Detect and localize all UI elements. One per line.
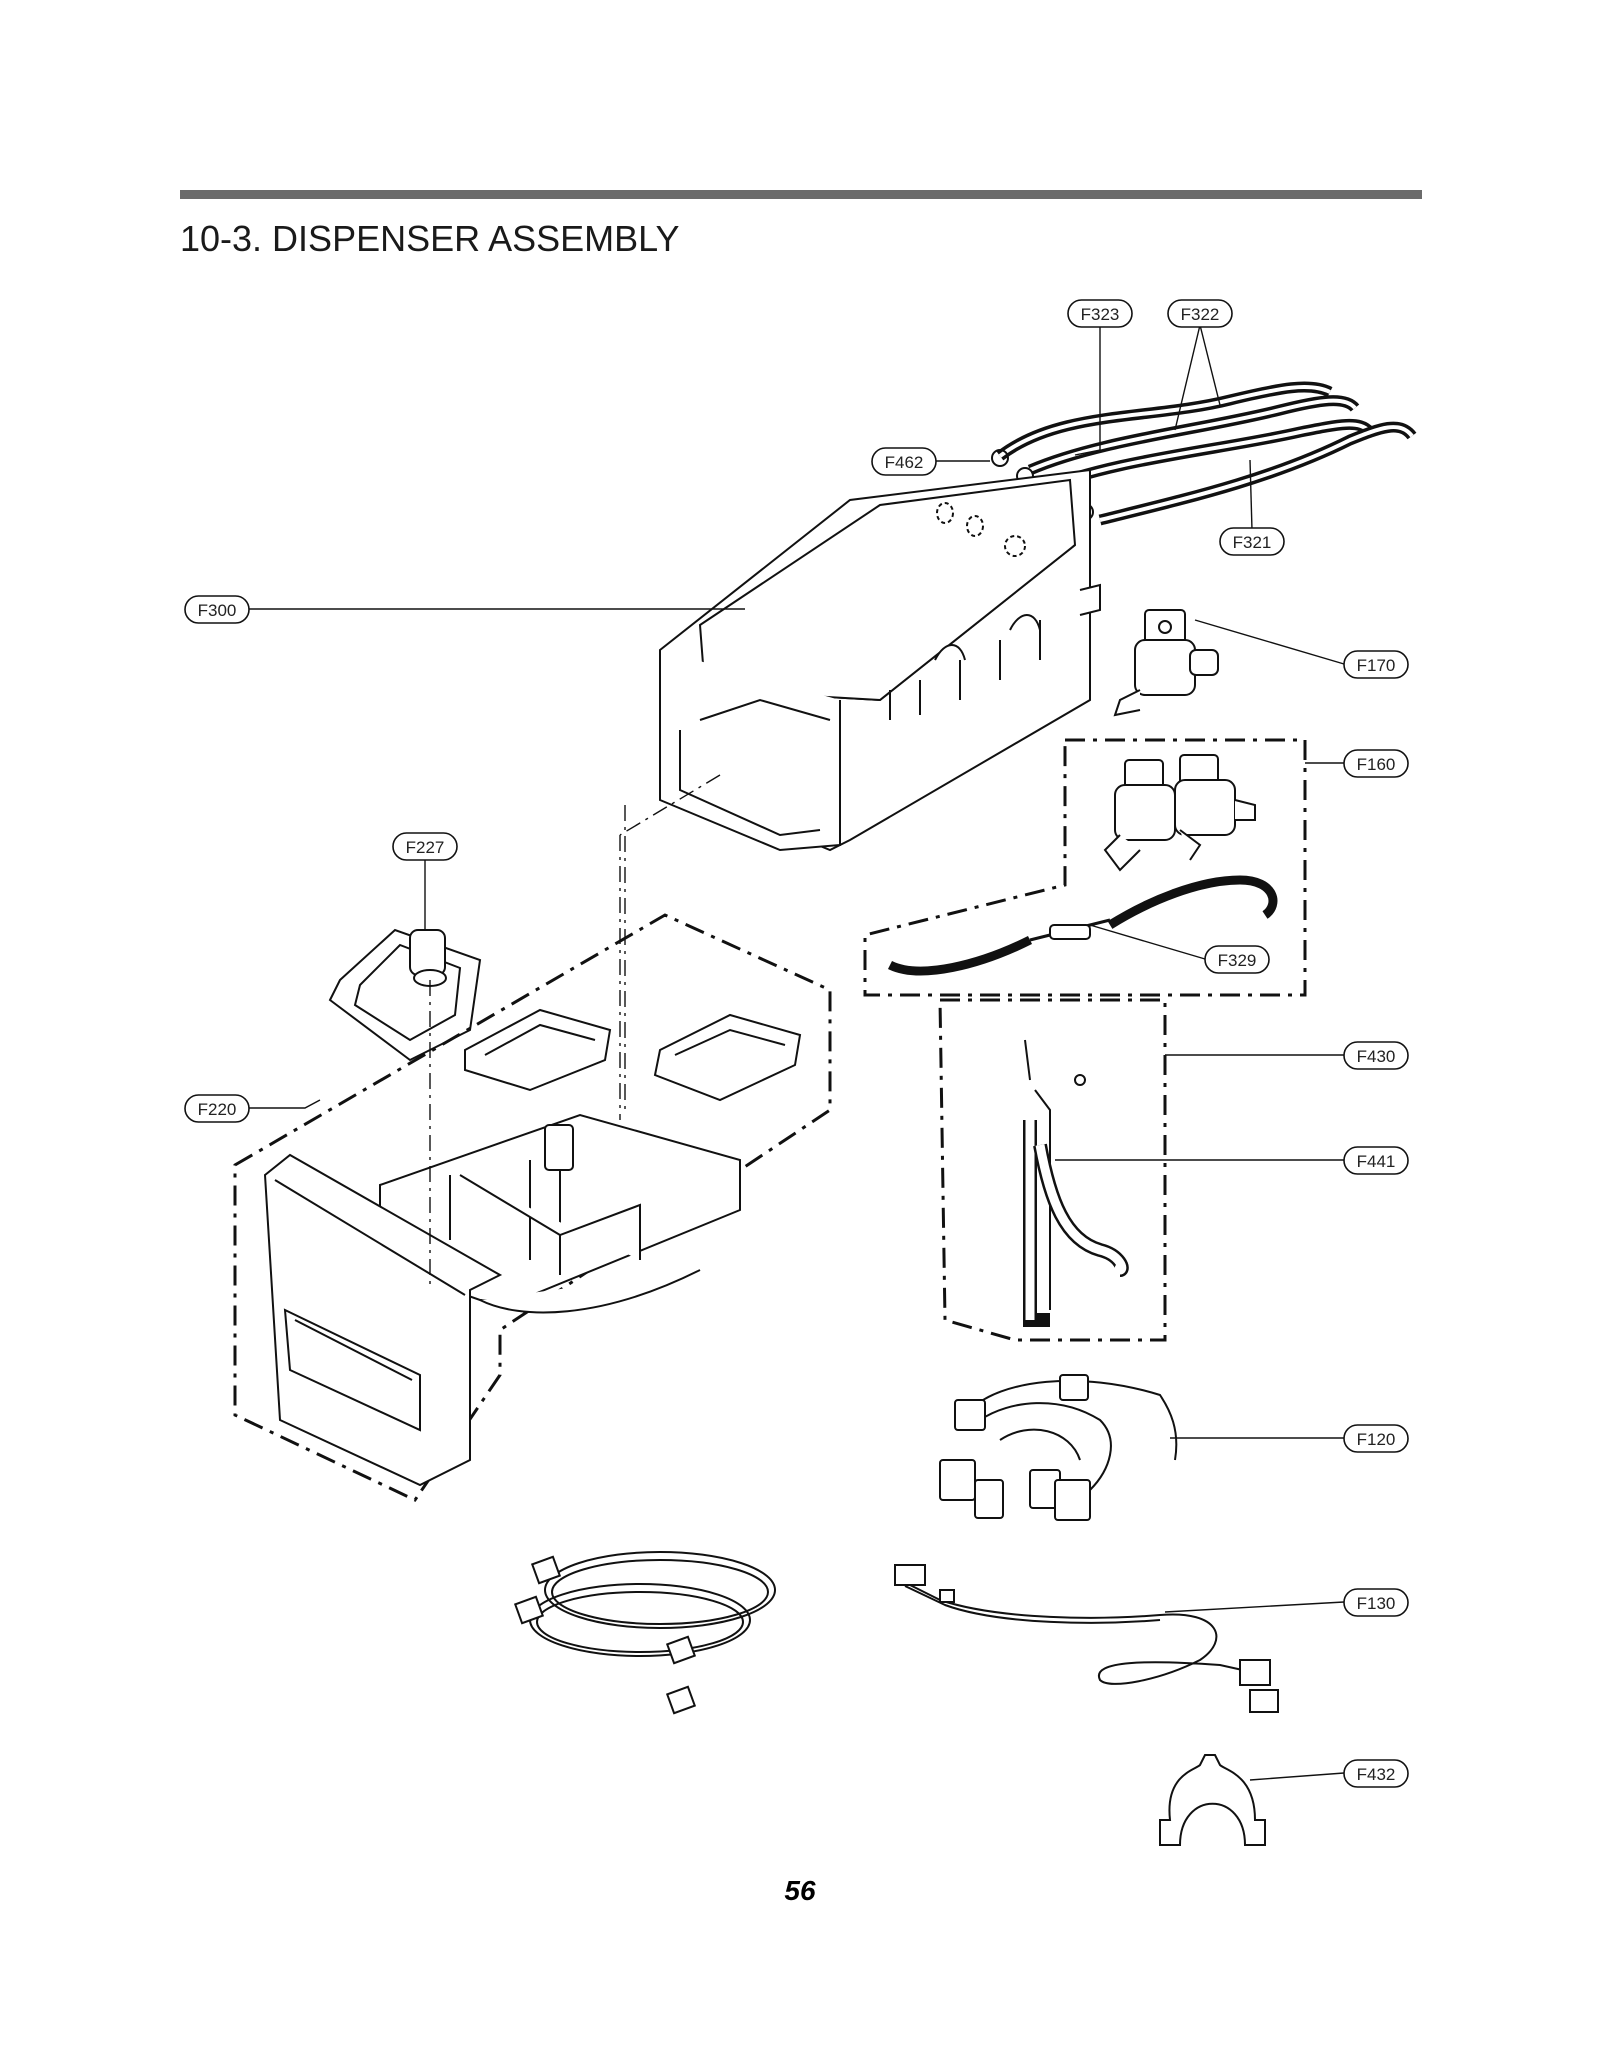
- callout-f170: F170: [1343, 650, 1409, 679]
- inlet-hose-coil: [513, 1551, 776, 1715]
- page-number: 56: [784, 1875, 816, 1906]
- callout-label: F300: [198, 601, 237, 620]
- hose-guide: [1159, 1754, 1266, 1846]
- page-title: 10-3. DISPENSER ASSEMBLY: [180, 218, 680, 259]
- inlet-hoses: [991, 381, 1417, 526]
- callout-f120: F120: [1343, 1424, 1409, 1453]
- callout-label: F227: [406, 838, 445, 857]
- callout-f300: F300: [184, 595, 250, 624]
- callout-f321: F321: [1219, 527, 1285, 556]
- callout-label: F120: [1357, 1430, 1396, 1449]
- callout-label: F130: [1357, 1594, 1396, 1613]
- callout-f323: F323: [1067, 299, 1133, 328]
- callout-label: F322: [1181, 305, 1220, 324]
- drawer-inserts: [464, 1008, 802, 1102]
- callout-f322: F322: [1167, 299, 1233, 328]
- callout-f441: F441: [1343, 1146, 1409, 1175]
- header-rule: [180, 190, 1422, 199]
- callout-f430: F430: [1343, 1041, 1409, 1070]
- callout-label: F329: [1218, 951, 1257, 970]
- callout-f130: F130: [1343, 1588, 1409, 1617]
- valve-group-box: [863, 738, 1307, 997]
- single-valve: [1113, 609, 1219, 717]
- callout-f329: F329: [1204, 945, 1270, 974]
- callout-f160: F160: [1343, 749, 1409, 778]
- callout-label: F220: [198, 1100, 237, 1119]
- callout-label: F432: [1357, 1765, 1396, 1784]
- callout-f462: F462: [871, 447, 937, 476]
- callout-f432: F432: [1343, 1759, 1409, 1788]
- sensor-harness: [894, 1564, 1279, 1713]
- dispenser-housing: [659, 468, 1101, 852]
- callout-f220: F220: [184, 1094, 250, 1123]
- callout-label: F321: [1233, 533, 1272, 552]
- drawer-lid: [328, 928, 482, 1062]
- drawer-front-panel: [263, 1153, 503, 1487]
- leader-lines: [248, 324, 1345, 1781]
- drain-hose: [1023, 1039, 1129, 1327]
- valve-hoses: [887, 875, 1278, 976]
- callout-label: F323: [1081, 305, 1120, 324]
- drawer-outline: [233, 913, 832, 1502]
- callout-label: F430: [1357, 1047, 1396, 1066]
- double-valve: [1103, 754, 1256, 872]
- callout-label: F441: [1357, 1152, 1396, 1171]
- callout-label: F462: [885, 453, 924, 472]
- drain-hose-box: [938, 998, 1167, 1342]
- callout-f227: F227: [392, 832, 458, 861]
- callout-label: F170: [1357, 656, 1396, 675]
- wire-harness: [939, 1374, 1178, 1521]
- callout-label: F160: [1357, 755, 1396, 774]
